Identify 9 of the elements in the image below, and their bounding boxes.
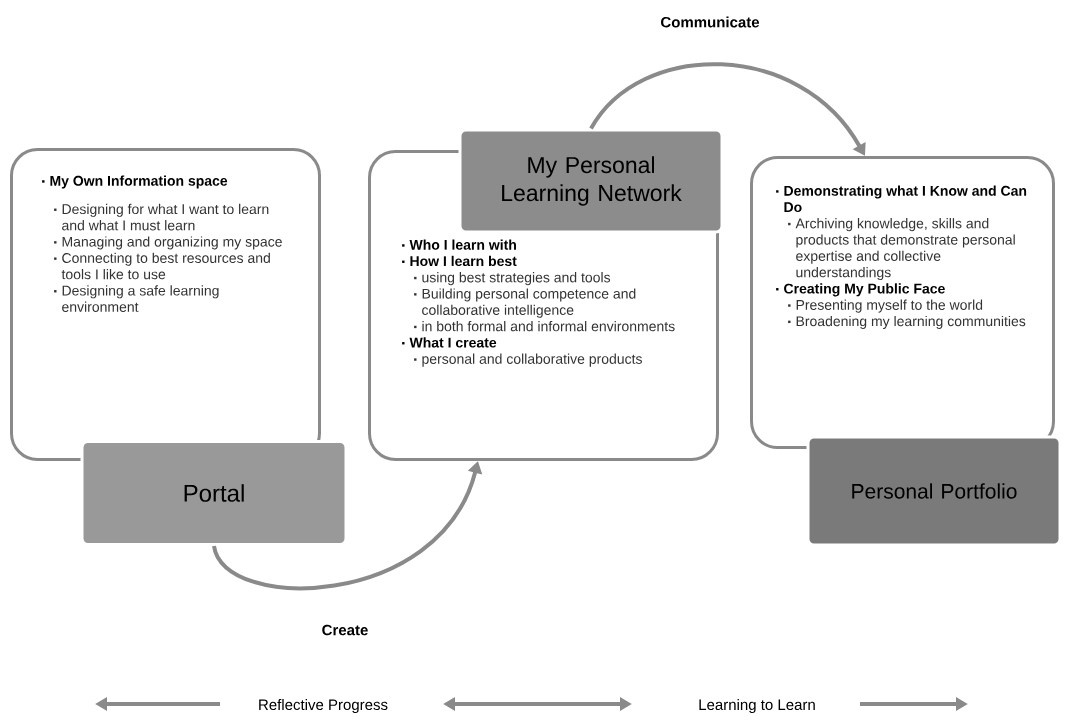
title-tab: Personal Portfolio [806,435,1062,547]
title-tab: Portal [80,440,348,546]
axis-label: Reflective Progress [259,699,388,713]
edge-label: Communicate [658,14,762,30]
text-panel: My Own Information space Designing for what I want to learn and what I must learn Managing and organizing my space Connecting to best resources and tools I like to use Designing a safe learning environment [10,148,321,461]
title-tab: My Personal Learning Network [458,128,724,234]
edge-label: Create [319,622,371,638]
axis-label: Learning to Learn [699,699,815,713]
text-panel: Demonstrating what I Know and Can Do Archiving knowledge, skills and products that demonstrate personal expertise and collective understandings Creating My Public Face Presenting myself to the world Broadening my learning communities [750,156,1055,449]
